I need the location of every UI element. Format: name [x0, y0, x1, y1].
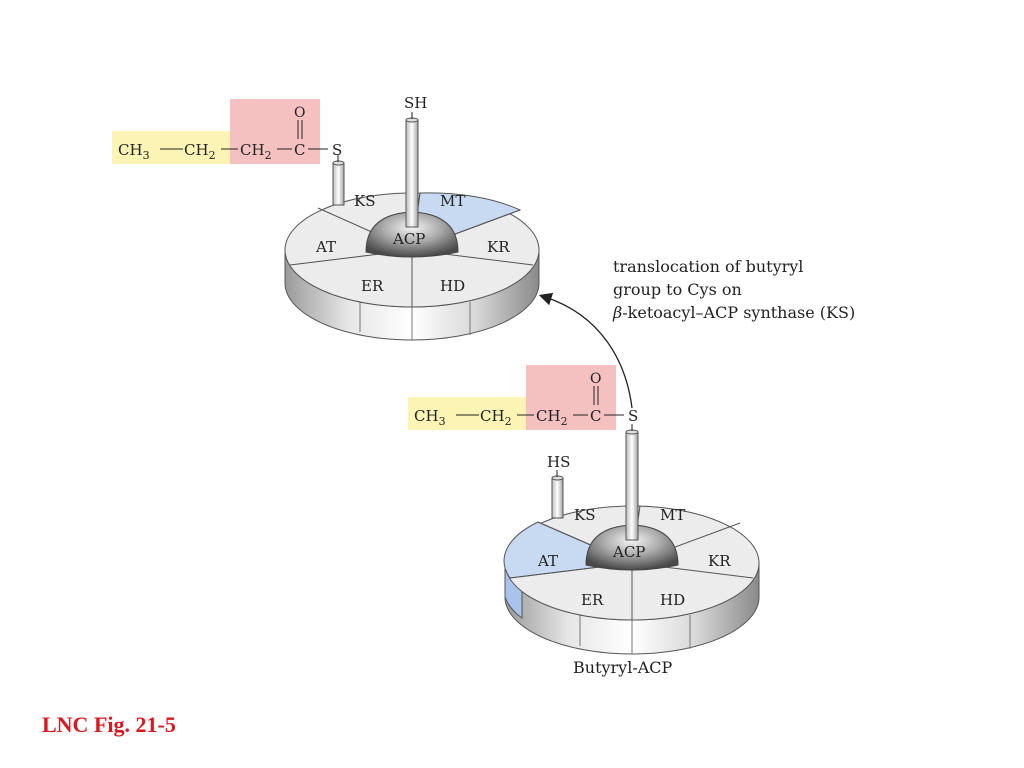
bottom-hd-label: HD	[660, 591, 685, 609]
annotation-line2: group to Cys on	[613, 280, 742, 299]
top-chain-pink-box	[230, 99, 320, 164]
top-hd-label: HD	[440, 277, 465, 295]
bottom-hs-label: HS	[547, 453, 570, 471]
top-at-label: AT	[315, 238, 336, 256]
bottom-acp-label: ACP	[612, 543, 645, 561]
bottom-acp-dome	[585, 524, 679, 571]
bottom-ch3: CH3	[414, 407, 446, 428]
translocation-arrow	[538, 292, 633, 409]
top-acp-dome	[365, 211, 459, 258]
top-mt-label: MT	[440, 192, 465, 210]
bottom-ks-label: KS	[574, 506, 595, 524]
bottom-chain-pink-box	[526, 365, 616, 430]
top-carbonyl-o: O	[294, 105, 305, 121]
bottom-at-label: AT	[537, 552, 558, 570]
bottom-chain-yellow-box	[408, 397, 526, 430]
bottom-sulfur: S	[628, 407, 638, 425]
top-ch2a: CH2	[184, 141, 216, 162]
bottom-ch2b: CH2	[536, 407, 568, 428]
bottom-carbonyl-c: C	[590, 407, 601, 425]
bottom-complex: CH3 CH2 CH2 C O S HS KS MT AT ACP KR ER …	[408, 365, 760, 677]
annotation-line3: β-ketoacyl–ACP synthase (KS)	[612, 303, 855, 322]
top-ch2b: CH2	[240, 141, 272, 162]
top-acp-label: ACP	[392, 230, 425, 248]
bottom-acp-pole	[625, 431, 639, 541]
top-ch3: CH3	[118, 141, 150, 162]
figure-caption: LNC Fig. 21-5	[42, 712, 176, 737]
top-chain-yellow-box	[112, 131, 230, 164]
bottom-ks-pole	[551, 477, 564, 519]
top-er-label: ER	[361, 277, 384, 295]
top-ks-pole	[332, 162, 345, 206]
bottom-kr-label: KR	[708, 552, 731, 570]
top-carbonyl-c: C	[294, 141, 305, 159]
top-sh-label: SH	[404, 94, 427, 112]
annotation-line1: translocation of butyryl	[613, 257, 803, 276]
top-kr-label: KR	[487, 238, 510, 256]
bottom-mt-label: MT	[660, 506, 685, 524]
top-sh-pole	[405, 119, 419, 228]
top-ks-label: KS	[354, 192, 375, 210]
top-complex: CH3 CH2 CH2 C O S SH KS MT AT ACP KR ER …	[112, 94, 540, 341]
bottom-carbonyl-o: O	[590, 371, 601, 387]
bottom-ch2a: CH2	[480, 407, 512, 428]
butyryl-acp-label: Butyryl-ACP	[573, 658, 673, 677]
top-sulfur: S	[332, 141, 342, 159]
bottom-er-label: ER	[581, 591, 604, 609]
